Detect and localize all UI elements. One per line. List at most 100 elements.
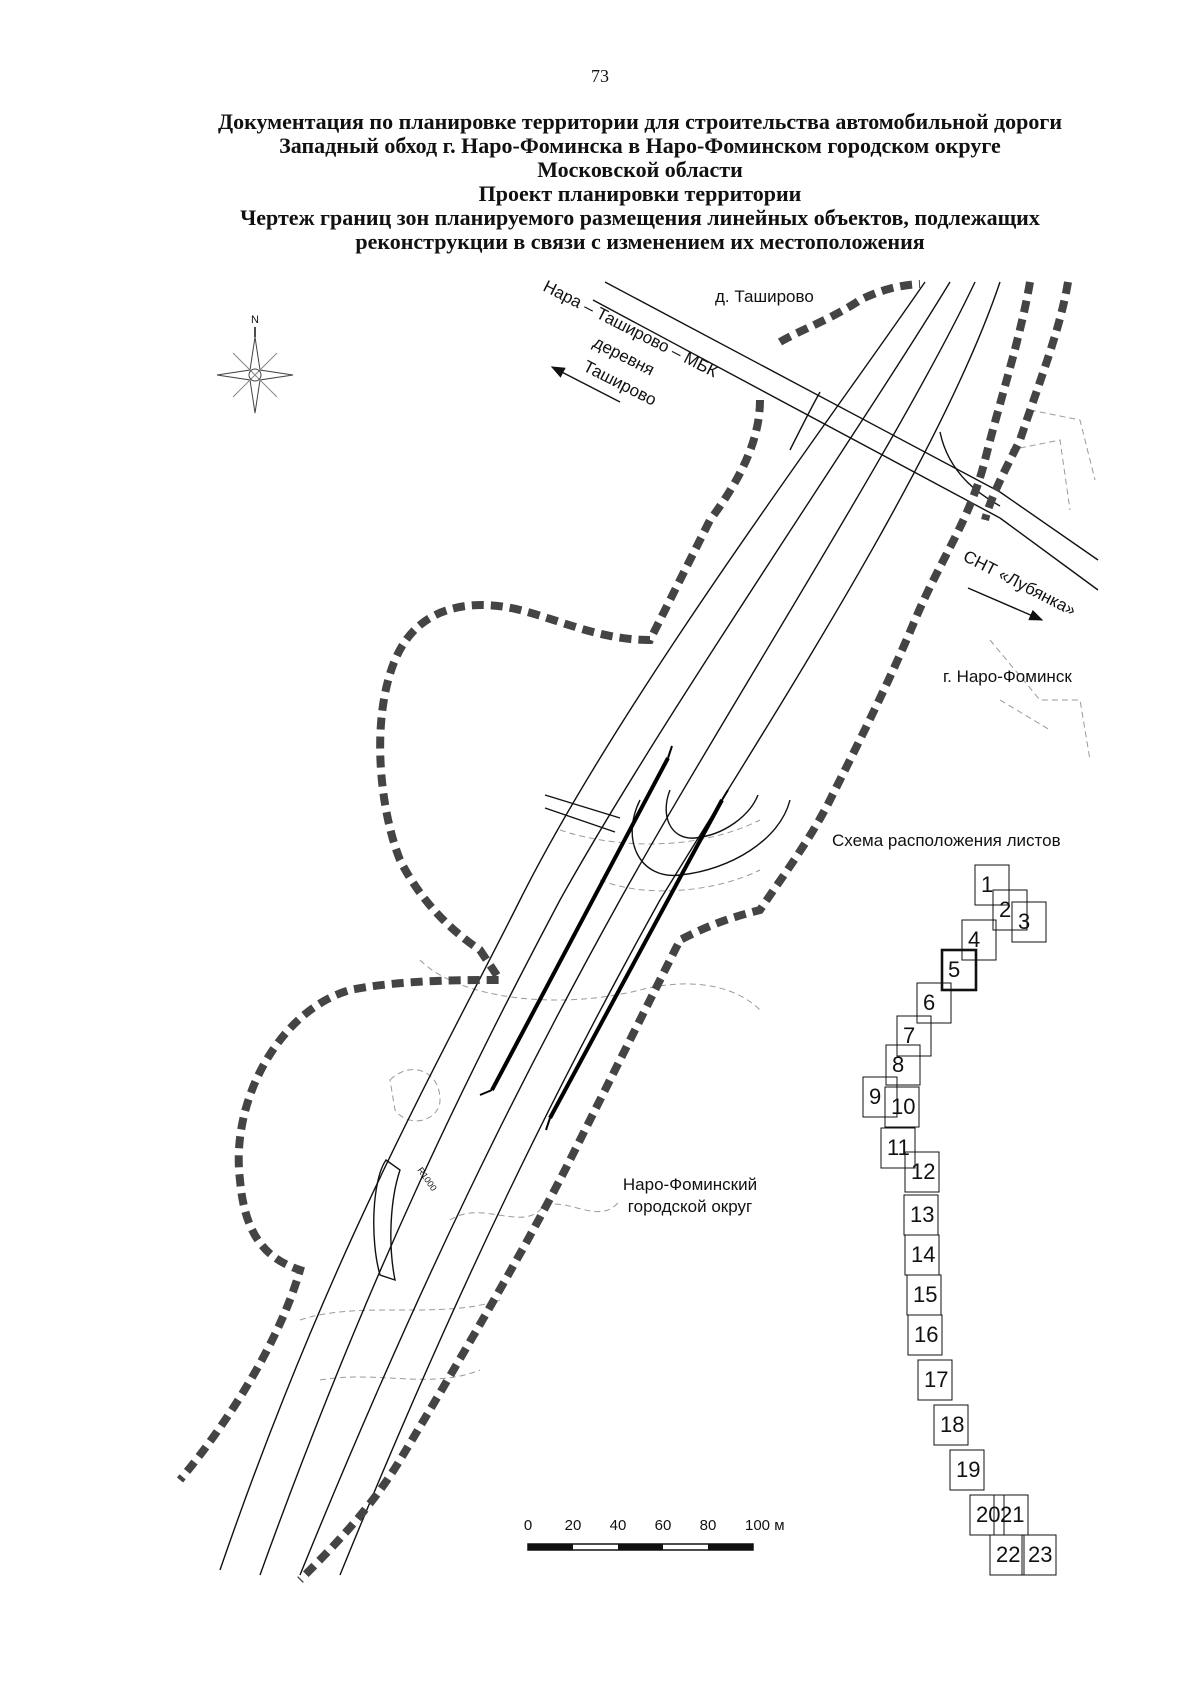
reconstruction-hook-1 [479, 745, 673, 1096]
document-title: Документация по планировке территории дл… [120, 110, 1160, 254]
zone-boundaries [176, 280, 1072, 1583]
existing-road [592, 281, 1099, 591]
sheet-box-20 [969, 1494, 1005, 1536]
sheet-box-3 [1011, 901, 1047, 943]
compass-north-label: N [251, 314, 259, 326]
sheet-box-17 [917, 1359, 953, 1401]
sheet-label-19: 19 [956, 1457, 980, 1482]
side-stub [544, 794, 621, 833]
page-number: 73 [591, 66, 609, 86]
sheet-label-22: 22 [996, 1542, 1020, 1567]
zone-boundary-west [176, 399, 764, 1483]
compass-star-icon [216, 336, 294, 414]
sheet-box-5 [940, 948, 978, 992]
ramps [373, 391, 1001, 1282]
ramp-west [789, 391, 821, 451]
label-district-2: городской округ [628, 1197, 752, 1216]
zone-boundary-northeast [981, 281, 1072, 522]
scale-bar-segment-3 [618, 1544, 663, 1550]
faint-contour-7 [449, 1199, 621, 1221]
zone-boundary-north [777, 280, 921, 346]
sheet-box-2 [992, 889, 1028, 931]
south-spur [373, 1159, 401, 1282]
scale-bar-segment-5 [708, 1544, 753, 1550]
sheet-label-16: 16 [914, 1322, 938, 1347]
reconstruction-line-1 [490, 757, 670, 1091]
sheet-scheme-title: Схема расположения листов [832, 831, 1061, 850]
sheet-box-12 [904, 1151, 940, 1193]
sheet-box-22 [989, 1534, 1025, 1576]
reconstruction-lines [479, 745, 729, 1131]
existing-road-edge-south [592, 299, 1001, 519]
sheet-box-10 [884, 1086, 920, 1128]
sheet-label-23: 23 [1028, 1542, 1052, 1567]
arrow-to-tashirovo-icon [550, 366, 621, 403]
sheet-label-12: 12 [911, 1159, 935, 1184]
sheet-box-19 [949, 1449, 985, 1491]
compass-diagonals-icon [232, 352, 278, 398]
scale-tick-2: 40 [610, 1517, 627, 1534]
title-line-2: Западный обход г. Наро-Фоминска в Наро-Ф… [279, 133, 1001, 158]
sheet-label-4: 4 [968, 927, 980, 952]
faint-contour-1 [1009, 409, 1096, 511]
sheet-box-8 [885, 1044, 921, 1086]
sheet-label-8: 8 [892, 1052, 904, 1077]
title-line-3: Московской области [537, 157, 743, 182]
sheet-box-9 [862, 1076, 898, 1118]
sheet-box-16 [907, 1314, 943, 1356]
label-snt: СНТ «Лубянка» [960, 547, 1079, 620]
reconstruction-line-2 [548, 799, 724, 1119]
reconstruction-hook-2 [545, 789, 729, 1131]
existing-road-edge-south-2 [999, 517, 1099, 591]
sheet-label-14: 14 [911, 1242, 935, 1267]
sheet-label-5: 5 [948, 957, 960, 982]
title-line-6: реконструкции в связи с изменением их ме… [355, 229, 925, 254]
sheet-label-10: 10 [891, 1094, 915, 1119]
scale-tick-0: 0 [524, 1517, 532, 1534]
scale-tick-4: 80 [700, 1517, 717, 1534]
sheet-label-6: 6 [923, 990, 935, 1015]
sheet-label-21: 21 [1000, 1502, 1024, 1527]
compass-center-icon [248, 368, 262, 382]
faint-contour-5 [389, 1069, 441, 1122]
sheet-label-7: 7 [903, 1023, 915, 1048]
label-district-1: Наро-Фоминский [623, 1175, 757, 1194]
scale-bar-segment-1 [528, 1544, 573, 1550]
sheet-label-17: 17 [924, 1367, 948, 1392]
title-line-1: Документация по планировке территории дл… [217, 109, 1063, 134]
sheet-box-11 [880, 1127, 916, 1169]
faint-contour-3 [559, 819, 761, 892]
scale-tick-3: 60 [655, 1517, 672, 1534]
scale-tick-5: 100 м [745, 1517, 785, 1534]
sheet-label-15: 15 [913, 1282, 937, 1307]
bypass-road [219, 281, 1001, 1576]
arrow-to-snt-icon [967, 587, 1044, 621]
label-naro-fominsk: г. Наро-Фоминск [943, 667, 1072, 686]
ramp-east [939, 431, 1001, 507]
title-line-5: Чертеж границ зон планируемого размещени… [240, 205, 1040, 230]
existing-road-edge-north [604, 281, 1001, 493]
faint-contour-4 [419, 959, 761, 1011]
sheet-label-9: 9 [869, 1084, 881, 1109]
bypass-outer-left [219, 281, 926, 1571]
faint-contour-2 [989, 639, 1091, 761]
sheet-label-18: 18 [940, 1412, 964, 1437]
zone-boundary-east [297, 281, 1034, 1583]
bypass-inner-right [299, 281, 976, 1576]
sheet-box-6 [916, 982, 952, 1024]
compass-rose: N [216, 314, 294, 414]
sheet-box-4 [961, 919, 997, 961]
sheet-box-1 [974, 864, 1010, 906]
label-radius: R1000 [415, 1165, 438, 1192]
sheet-box-18 [933, 1404, 969, 1446]
sheet-box-23 [1021, 1534, 1057, 1576]
sheet-label-11: 11 [887, 1135, 910, 1160]
existing-road-edge-north-2 [999, 491, 1099, 561]
sheet-label-3: 3 [1018, 909, 1030, 934]
sheet-label-2: 2 [999, 897, 1011, 922]
